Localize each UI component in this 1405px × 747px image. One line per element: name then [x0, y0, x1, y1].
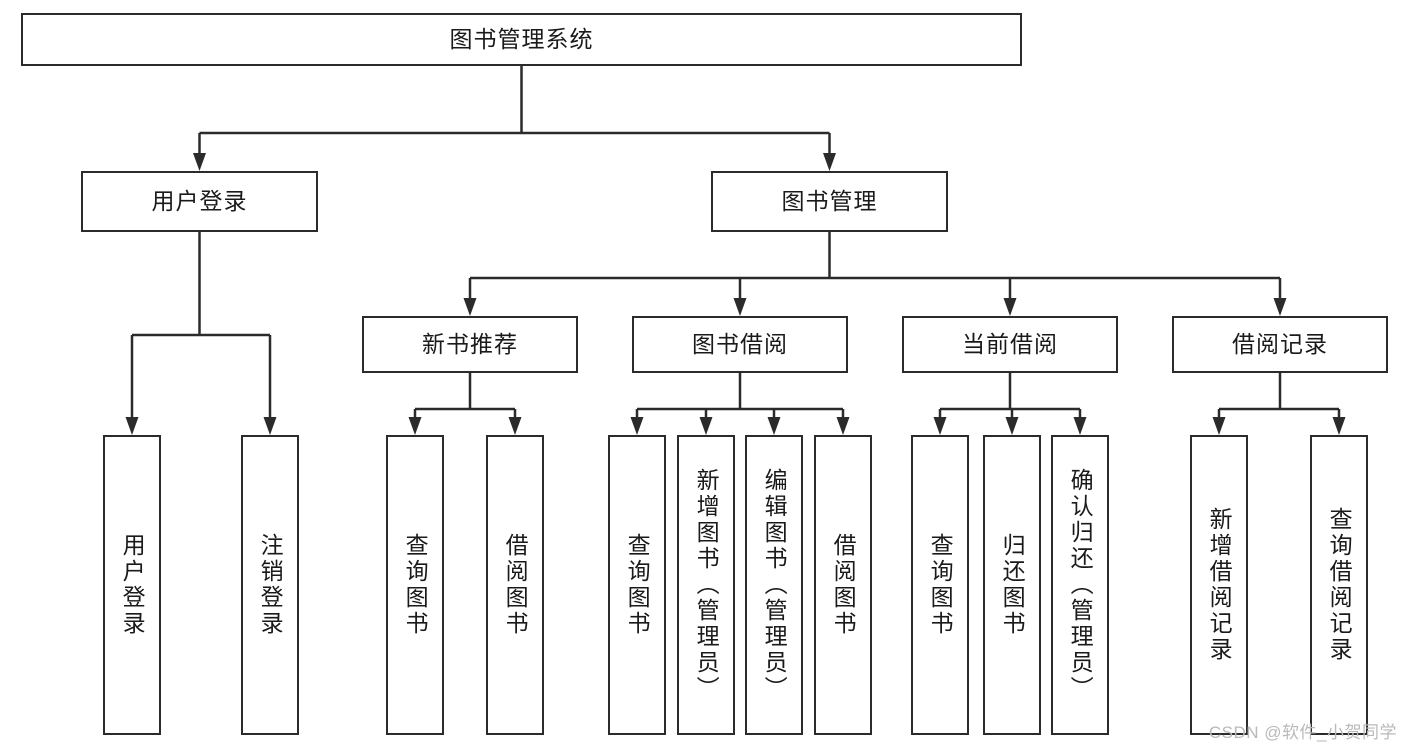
- node-leaf-confirm-return[interactable]: 确认归还（管理员）: [1051, 435, 1109, 735]
- node-leaf-user-login-label: 用户登录: [119, 533, 146, 637]
- node-borrow-record-label: 借阅记录: [1232, 330, 1328, 357]
- node-leaf-add-record[interactable]: 新增借阅记录: [1190, 435, 1248, 735]
- node-leaf-add-book[interactable]: 新增图书（管理员）: [677, 435, 735, 735]
- node-user-login[interactable]: 用户登录: [81, 171, 318, 232]
- node-leaf-query-book-3-label: 查询图书: [927, 533, 954, 637]
- node-new-book-recommend-label: 新书推荐: [422, 330, 518, 357]
- node-book-manage-label: 图书管理: [781, 187, 878, 214]
- node-leaf-query-book-3[interactable]: 查询图书: [911, 435, 969, 735]
- node-user-login-label: 用户登录: [151, 187, 248, 214]
- node-leaf-edit-book-label: 编辑图书（管理员）: [761, 468, 788, 702]
- node-leaf-query-record-label: 查询借阅记录: [1326, 507, 1353, 663]
- node-new-book-recommend[interactable]: 新书推荐: [362, 316, 578, 373]
- node-leaf-borrow-book-2[interactable]: 借阅图书: [814, 435, 872, 735]
- node-leaf-return-book[interactable]: 归还图书: [983, 435, 1041, 735]
- node-leaf-add-record-label: 新增借阅记录: [1206, 507, 1233, 663]
- node-leaf-user-logout-label: 注销登录: [257, 533, 284, 637]
- node-leaf-query-record[interactable]: 查询借阅记录: [1310, 435, 1368, 735]
- node-borrow-record[interactable]: 借阅记录: [1172, 316, 1388, 373]
- node-leaf-query-book-1-label: 查询图书: [402, 533, 429, 637]
- node-leaf-return-book-label: 归还图书: [999, 533, 1026, 637]
- node-root[interactable]: 图书管理系统: [21, 13, 1022, 66]
- node-leaf-query-book-2-label: 查询图书: [624, 533, 651, 637]
- node-leaf-borrow-book-1[interactable]: 借阅图书: [486, 435, 544, 735]
- node-leaf-query-book-2[interactable]: 查询图书: [608, 435, 666, 735]
- node-leaf-borrow-book-1-label: 借阅图书: [502, 533, 529, 637]
- node-current-borrow[interactable]: 当前借阅: [902, 316, 1118, 373]
- node-leaf-confirm-return-label: 确认归还（管理员）: [1067, 468, 1094, 702]
- node-book-manage[interactable]: 图书管理: [711, 171, 948, 232]
- node-leaf-user-logout[interactable]: 注销登录: [241, 435, 299, 735]
- node-root-label: 图书管理系统: [449, 25, 594, 52]
- node-leaf-user-login[interactable]: 用户登录: [103, 435, 161, 735]
- node-book-borrow[interactable]: 图书借阅: [632, 316, 848, 373]
- node-leaf-query-book-1[interactable]: 查询图书: [386, 435, 444, 735]
- connector-lines: [125, 66, 1346, 435]
- node-leaf-edit-book[interactable]: 编辑图书（管理员）: [745, 435, 803, 735]
- node-current-borrow-label: 当前借阅: [962, 330, 1058, 357]
- node-leaf-borrow-book-2-label: 借阅图书: [830, 533, 857, 637]
- node-book-borrow-label: 图书借阅: [692, 330, 788, 357]
- node-leaf-add-book-label: 新增图书（管理员）: [693, 468, 720, 702]
